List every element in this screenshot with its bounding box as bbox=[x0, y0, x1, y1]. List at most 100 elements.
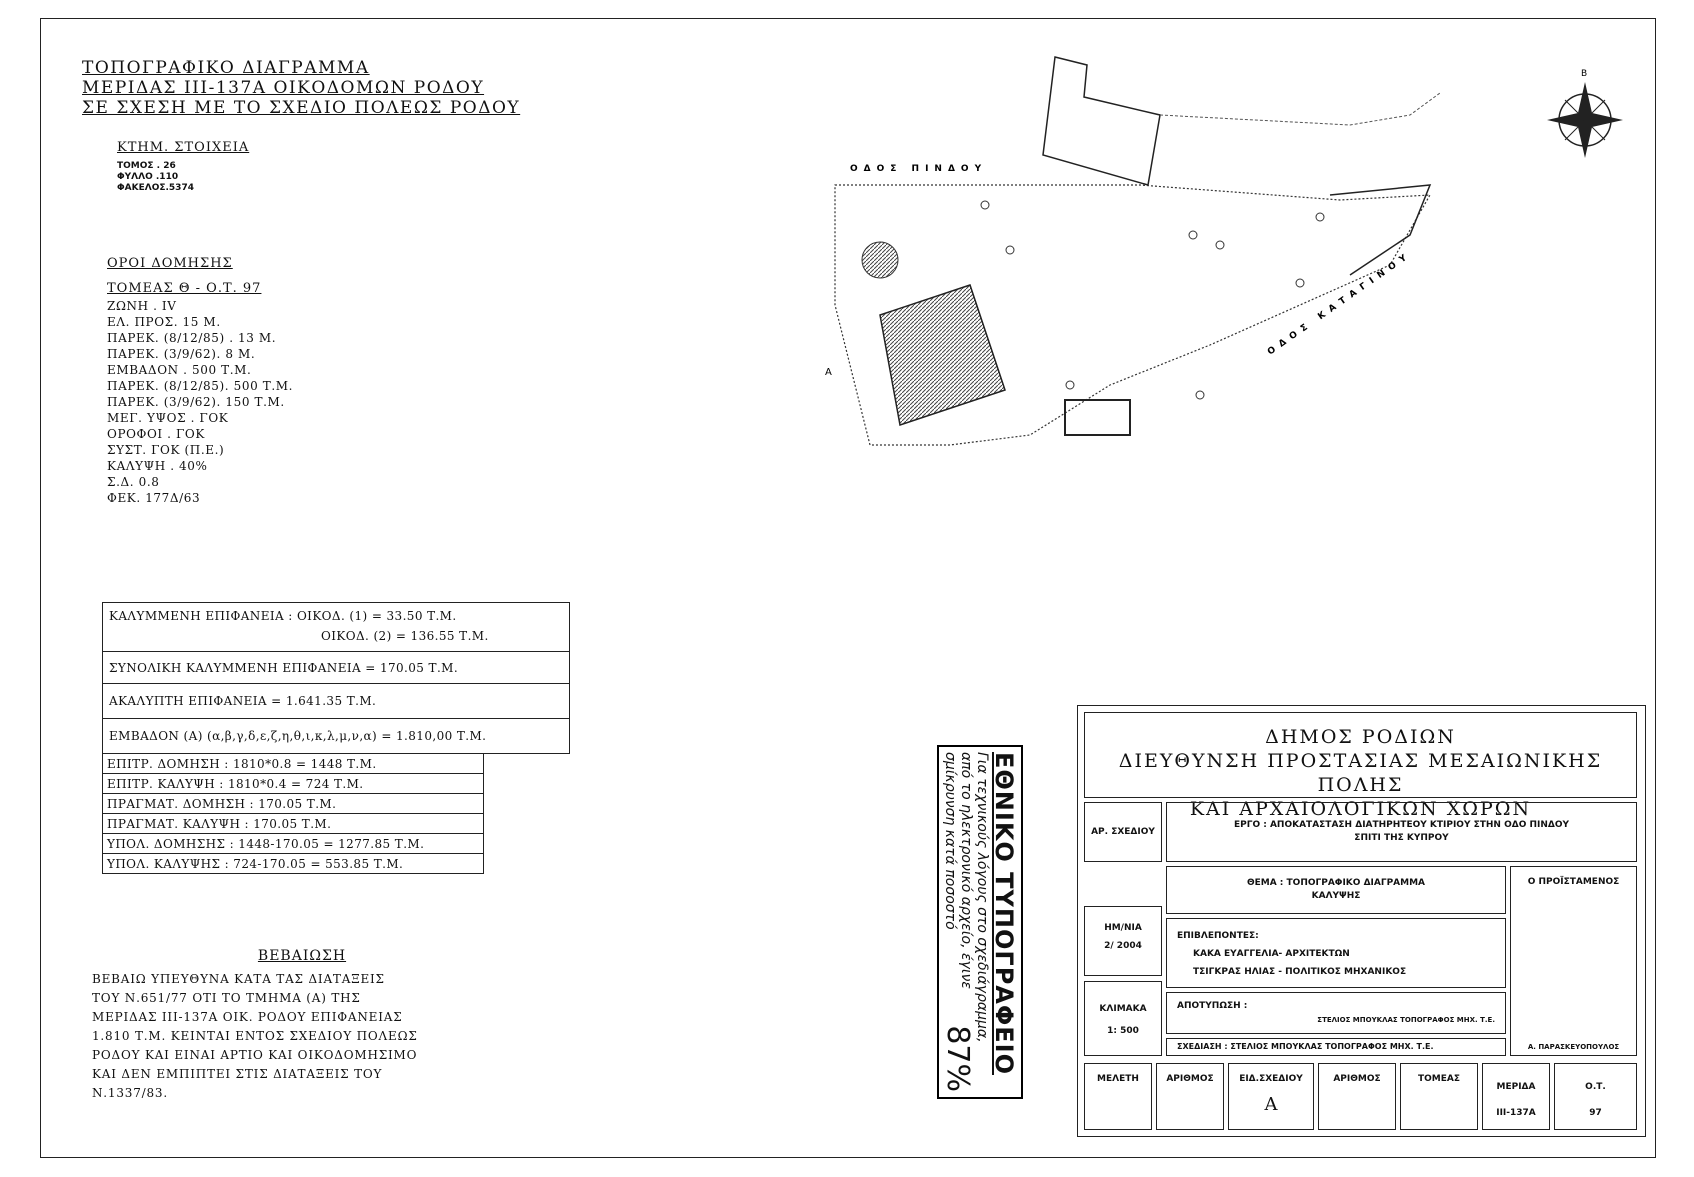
building-outline bbox=[1042, 56, 1161, 186]
building-term-line: ΠΑΡΕΚ. (8/12/85). 500 Τ.Μ. bbox=[107, 379, 294, 393]
point-marker bbox=[1215, 240, 1225, 250]
drafting-box: ΣΧΕΔΙΑΣΗ : ΣΤΕΛΙΟΣ ΜΠΟΥΚΛΑΣ ΤΟΠΟΓΡΑΦΟΣ Μ… bbox=[1166, 1038, 1506, 1056]
building-term-line: ΠΑΡΕΚ. (3/9/62). 150 Τ.Μ. bbox=[107, 395, 285, 409]
block-box: Ο.Τ. 97 bbox=[1554, 1063, 1637, 1130]
drawing-type-value: Α bbox=[1264, 1094, 1278, 1115]
calculation-row: ΥΠΟΛ. ΚΑΛΥΨΗΣ : 724-170.05 = 553.85 Τ.Μ. bbox=[102, 853, 484, 874]
building-term-line: ΠΑΡΕΚ. (8/12/85) . 13 Μ. bbox=[107, 331, 277, 345]
building-terms-subheading: ΤΟΜΕΑΣ Θ - Ο.Τ. 97 bbox=[107, 281, 262, 296]
label-a: Α bbox=[825, 367, 832, 378]
parcel-label: ΜΕΡΙΔΑ bbox=[1496, 1082, 1536, 1092]
certificate-heading: ΒΕΒΑΙΩΣΗ bbox=[257, 948, 347, 964]
drawing-type-label: ΕΙΔ.ΣΧΕΔΙΟΥ bbox=[1239, 1074, 1303, 1084]
building-term-line: ΕΜΒΑΔΟΝ . 500 Τ.Μ. bbox=[107, 363, 252, 377]
head-label: Ο ΠΡΟΪΣΤΑΜΕΝΟΣ bbox=[1527, 877, 1620, 887]
certificate-line: 1.810 Τ.Μ. ΚΕΙΝΤΑΙ ΕΝΤΟΣ ΣΧΕΔΙΟΥ ΠΟΛΕΩΣ bbox=[92, 1029, 418, 1043]
covered-area-2: ΟΙΚΟΔ. (2) = 136.55 Τ.Μ. bbox=[321, 629, 489, 643]
building-term-line: ΜΕΓ. ΥΨΟΣ . ΓΟΚ bbox=[107, 411, 229, 425]
cadastral-info: ΚΤΗΜ. ΣΤΟΙΧΕΙΑ ΤΟΜΟΣ . 26 ΦΥΛΛΟ .110 ΦΑΚ… bbox=[117, 140, 249, 194]
supervisor-1: ΚΑΚΑ ΕΥΑΓΓΕΛΙΑ- ΑΡΧΙΤΕΚΤΩΝ bbox=[1193, 949, 1350, 959]
tree-symbol bbox=[861, 241, 899, 279]
small-building bbox=[1064, 399, 1131, 436]
stamp-percent: 87% bbox=[940, 1025, 975, 1092]
scale-value: 1: 500 bbox=[1107, 1026, 1139, 1036]
certificate-line: Ν.1337/83. bbox=[92, 1086, 168, 1100]
building-term-line: ΣΥΣΤ. ΓΟΚ (Π.Ε.) bbox=[107, 443, 225, 457]
parcel-box: ΜΕΡΙΔΑ ΙΙΙ-137Α bbox=[1482, 1063, 1550, 1130]
survey-name: ΣΤΕΛΙΟΣ ΜΠΟΥΚΛΑΣ ΤΟΠΟΓΡΑΦΟΣ ΜΗΧ. Τ.Ε. bbox=[1317, 1016, 1495, 1024]
point-marker bbox=[1065, 380, 1075, 390]
parcel-corner bbox=[1329, 184, 1432, 276]
certificate-line: ΜΕΡΙΔΑΣ ΙΙΙ-137Α ΟΙΚ. ΡΟΔΟΥ ΕΠΙΦΑΝΕΙΑΣ bbox=[92, 1010, 403, 1024]
drawing-number-label: ΑΡ. ΣΧΕΔΙΟΥ bbox=[1084, 802, 1162, 862]
drawing-sheet bbox=[40, 18, 1656, 1158]
calculations-table: ΕΠΙΤΡ. ΔΟΜΗΣΗ : 1810*0.8 = 1448 Τ.Μ.ΕΠΙΤ… bbox=[102, 753, 484, 874]
supervisor-2: ΤΣΙΓΚΡΑΣ ΗΛΙΑΣ - ΠΟΛΙΤΙΚΟΣ ΜΗΧΑΝΙΚΟΣ bbox=[1193, 967, 1407, 977]
north-label: Β bbox=[1581, 69, 1587, 79]
scale-box: ΚΛΙΜΑΚΑ 1: 500 bbox=[1084, 981, 1162, 1056]
head-box: Ο ΠΡΟΪΣΤΑΜΕΝΟΣ Α. ΠΑΡΑΣΚΕΥΟΠΟΥΛΟΣ bbox=[1510, 866, 1637, 1056]
authority-line-3: ΚΑΙ ΑΡΧΑΙΟΛΟΓΙΚΩΝ ΧΩΡΩΝ bbox=[1189, 798, 1532, 820]
calculation-row: ΕΠΙΤΡ. ΔΟΜΗΣΗ : 1810*0.8 = 1448 Τ.Μ. bbox=[102, 753, 484, 774]
calculation-row: ΥΠΟΛ. ΔΟΜΗΣΗΣ : 1448-170.05 = 1277.85 Τ.… bbox=[102, 833, 484, 854]
point-marker bbox=[980, 200, 990, 210]
point-marker bbox=[1005, 245, 1015, 255]
street-pindou: ΟΔΟΣ ΠΙΝΔΟΥ bbox=[850, 164, 987, 174]
parcel-value: ΙΙΙ-137Α bbox=[1496, 1108, 1536, 1118]
north-compass: Β bbox=[1547, 69, 1623, 158]
supervisors-label: ΕΠΙΒΛΕΠΟΝΤΕΣ: bbox=[1177, 931, 1259, 941]
calculation-row: ΠΡΑΓΜΑΤ. ΔΟΜΗΣΗ : 170.05 Τ.Μ. bbox=[102, 793, 484, 814]
certificate-line: ΚΑΙ ΔΕΝ ΕΜΠΙΠΤΕΙ ΣΤΙΣ ΔΙΑΤΑΞΕΙΣ ΤΟΥ bbox=[92, 1067, 383, 1081]
building-term-line: ΚΑΛΥΨΗ . 40% bbox=[107, 459, 208, 473]
survey-label: ΑΠΟΤΥΠΩΣΗ : bbox=[1177, 1001, 1248, 1011]
supervisors-box: ΕΠΙΒΛΕΠΟΝΤΕΣ: ΚΑΚΑ ΕΥΑΓΓΕΛΙΑ- ΑΡΧΙΤΕΚΤΩΝ… bbox=[1166, 918, 1506, 988]
building-term-line: ΕΛ. ΠΡΟΣ. 15 Μ. bbox=[107, 315, 221, 329]
areas-table: ΚΑΛΥΜΜΕΝΗ ΕΠΙΦΑΝΕΙΑ : ΟΙΚΟΔ. (1) = 33.50… bbox=[102, 602, 570, 754]
point-marker bbox=[1188, 230, 1198, 240]
fyllo: ΦΥΛΛΟ .110 bbox=[117, 172, 179, 182]
authority-line-1: ΔΗΜΟΣ ΡΟΔΙΩΝ bbox=[1265, 726, 1456, 748]
certificate-line: ΤΟΥ Ν.651/77 ΟΤΙ ΤΟ ΤΜΗΜΑ (Α) ΤΗΣ bbox=[92, 991, 361, 1005]
subject-line-1: ΘΕΜΑ : ΤΟΠΟΓΡΑΦΙΚΟ ΔΙΑΓΡΑΜΜΑ bbox=[1246, 878, 1426, 888]
subject-line-2: ΚΑΛΥΨΗΣ bbox=[1311, 891, 1361, 901]
title-line-2: ΜΕΡΙΔΑΣ ΙΙΙ-137Α ΟΙΚΟΔΟΜΩΝ ΡΟΔΟΥ bbox=[82, 78, 485, 98]
date-label: ΗΜ/ΝΙΑ bbox=[1104, 923, 1142, 933]
scale-label: ΚΛΙΜΑΚΑ bbox=[1099, 1004, 1147, 1014]
number-box-1: ΑΡΙΘΜΟΣ bbox=[1156, 1063, 1224, 1130]
stamp-content: ΕΘΝΙΚΟ ΤΥΠΟΓΡΑΦΕΙΟ Για τεχνικούς λόγους … bbox=[940, 752, 1018, 1092]
building-term-line: ΖΩΝΗ . IV bbox=[107, 299, 177, 313]
subject-box: ΘΕΜΑ : ΤΟΠΟΓΡΑΦΙΚΟ ΔΙΑΓΡΑΜΜΑ ΚΑΛΥΨΗΣ bbox=[1166, 866, 1506, 914]
certificate-line: ΡΟΔΟΥ ΚΑΙ ΕΙΝΑΙ ΑΡΤΙΟ ΚΑΙ ΟΙΚΟΔΟΜΗΣΙΜΟ bbox=[92, 1048, 418, 1062]
date-box: ΗΜ/ΝΙΑ 2/ 2004 bbox=[1084, 906, 1162, 976]
building-terms-list: ΖΩΝΗ . IV ΕΛ. ΠΡΟΣ. 15 Μ. ΠΑΡΕΚ. (8/12/85)… bbox=[107, 298, 293, 506]
project-line-1: ΕΡΓΟ : ΑΠΟΚΑΤΑΣΤΑΣΗ ΔΙΑΤΗΡΗΤΕΟΥ ΚΤΙΡΙΟΥ … bbox=[1233, 820, 1570, 830]
tomos: ΤΟΜΟΣ . 26 bbox=[117, 161, 176, 171]
building-term-line: ΠΑΡΕΚ. (3/9/62). 8 Μ. bbox=[107, 347, 256, 361]
block-label: Ο.Τ. bbox=[1585, 1082, 1606, 1092]
drawing-type-box: ΕΙΔ.ΣΧΕΔΙΟΥ Α bbox=[1228, 1063, 1314, 1130]
point-marker bbox=[1295, 278, 1305, 288]
certificate: ΒΕΒΑΙΩΣΗ ΒΕΒΑΙΩ ΥΠΕΥΘΥΝΑ ΚΑΤΑ ΤΑΣ ΔΙΑΤΑΞ… bbox=[92, 948, 512, 1103]
total-covered-area: ΣΥΝΟΛΙΚΗ ΚΑΛΥΜΜΕΝΗ ΕΠΙΦΑΝΕΙΑ = 170.05 Τ.… bbox=[102, 651, 570, 684]
calculation-row: ΕΠΙΤΡ. ΚΑΛΥΨΗ : 1810*0.4 = 724 Τ.Μ. bbox=[102, 773, 484, 794]
covered-area-1: ΚΑΛΥΜΜΕΝΗ ΕΠΙΦΑΝΕΙΑ : ΟΙΚΟΔ. (1) = 33.50… bbox=[109, 609, 457, 623]
calculation-row: ΠΡΑΓΜΑΤ. ΚΑΛΥΨΗ : 170.05 Τ.Μ. bbox=[102, 813, 484, 834]
authority-line-2: ΔΙΕΥΘΥΝΣΗ ΠΡΟΣΤΑΣΙΑΣ ΜΕΣΑΙΩΝΙΚΗΣ ΠΟΛΗΣ bbox=[1118, 750, 1603, 796]
uncovered-area: ΑΚΑΛΥΠΤΗ ΕΠΙΦΑΝΕΙΑ = 1.641.35 Τ.Μ. bbox=[102, 683, 570, 719]
project-box: ΕΡΓΟ : ΑΠΟΚΑΤΑΣΤΑΣΗ ΔΙΑΤΗΡΗΤΕΟΥ ΚΤΙΡΙΟΥ … bbox=[1166, 802, 1637, 862]
number-box-2: ΑΡΙΘΜΟΣ bbox=[1318, 1063, 1396, 1130]
survey-box: ΑΠΟΤΥΠΩΣΗ : ΣΤΕΛΙΟΣ ΜΠΟΥΚΛΑΣ ΤΟΠΟΓΡΑΦΟΣ … bbox=[1166, 992, 1506, 1034]
fakelos: ΦΑΚΕΛΟΣ.5374 bbox=[117, 183, 194, 193]
site-plan: ΟΔΟΣ ΠΙΝΔΟΥ ΟΔΟΣ ΚΑΤΑΓΙΝΟΥ Α Β bbox=[825, 56, 1623, 446]
parcel-outline bbox=[834, 184, 1432, 446]
building-terms: ΟΡΟΙ ΔΟΜΗΣΗΣ ΤΟΜΕΑΣ Θ - Ο.Τ. 97 ΖΩΝΗ . I… bbox=[107, 256, 293, 506]
building-term-line: ΦΕΚ. 177Δ/63 bbox=[107, 491, 201, 505]
building-term-line: ΟΡΟΦΟΙ . ΓΟΚ bbox=[107, 427, 205, 441]
point-marker bbox=[1195, 390, 1205, 400]
title-line-1: ΤΟΠΟΓΡΑΦΙΚΟ ΔΙΑΓΡΑΜΜΑ bbox=[82, 58, 370, 78]
block-value: 97 bbox=[1589, 1108, 1602, 1118]
title-line-3: ΣΕ ΣΧΕΣΗ ΜΕ ΤΟ ΣΧΕΔΙΟ ΠΟΛΕΩΣ ΡΟΔΟΥ bbox=[82, 98, 521, 118]
date-value: 2/ 2004 bbox=[1104, 941, 1142, 951]
title-block: ΔΗΜΟΣ ΡΟΔΙΩΝ ΔΙΕΥΘΥΝΣΗ ΠΡΟΣΤΑΣΙΑΣ ΜΕΣΑΙΩ… bbox=[1077, 705, 1646, 1137]
